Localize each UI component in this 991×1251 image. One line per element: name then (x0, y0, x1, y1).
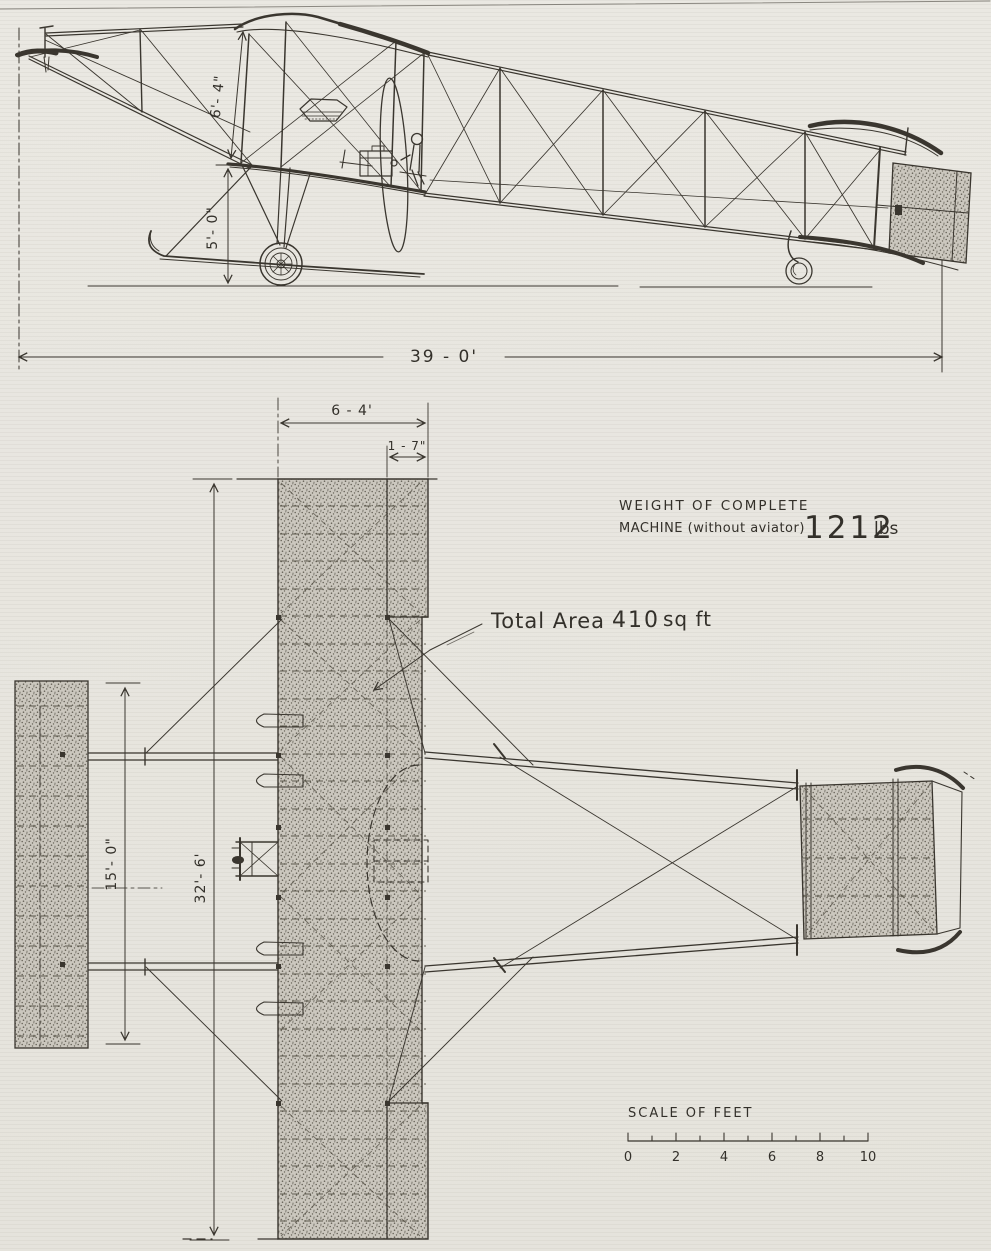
scale-tick-0: 0 (624, 1150, 632, 1165)
undercarriage-struts (165, 162, 311, 257)
total-area-label: Total Area (490, 609, 605, 633)
landing-skid (148, 230, 425, 278)
total-area-annotation: Total Area 410 sq ft (372, 607, 712, 691)
ground-line (87, 285, 873, 288)
rudder-hinge (895, 205, 902, 215)
scale-bar-ticks (627, 1132, 869, 1142)
upper-tailplane (807, 119, 944, 156)
dimension-height: 5'- 0" (205, 164, 243, 285)
scale-tick-2: 2 (672, 1150, 680, 1165)
rudder-side (888, 162, 972, 264)
wing-surface (277, 478, 429, 1240)
pilot-control-frame-plan (231, 837, 279, 881)
pilot-figure (339, 132, 427, 187)
tail-surfaces-side (798, 119, 972, 271)
plan-view: 15'- 0" 32'- 6' 6 - 4' 1 - 7" Total Area… (14, 397, 977, 1241)
total-area-unit: sq ft (663, 607, 712, 631)
dimension-chord: 6 - 4' (277, 397, 429, 478)
scale-tick-6: 6 (768, 1150, 776, 1165)
page-artifact-line (0, 0, 991, 10)
radiator (299, 98, 348, 122)
dimension-label-height: 5'- 0" (205, 206, 221, 250)
tail-boom-truss (423, 51, 907, 251)
front-elevator-surface (14, 680, 89, 1049)
dimension-wing-gap: 6'- 4" (208, 30, 247, 160)
dimension-elevator-span: 15'- 0" (104, 682, 141, 1045)
upper-wing-profile (233, 12, 430, 55)
front-wheel-plan (232, 856, 244, 864)
tailplane-plan (796, 764, 977, 956)
dimension-aileron-chord: 1 - 7" (386, 439, 427, 478)
main-wheel (259, 242, 303, 286)
front-elevator-plan (14, 680, 89, 1049)
dimension-label-overall-length: 39 - 0' (410, 347, 478, 367)
elevator-tip-upper (894, 764, 965, 790)
dimension-wing-span: 32'- 6' (189, 478, 233, 1241)
skid-floats-plan (255, 713, 304, 1016)
engine-block (359, 145, 393, 177)
elevator-tip-lower (896, 930, 962, 955)
weight-note-line1: WEIGHT OF COMPLETE (619, 498, 809, 514)
tail-booms-plan (424, 743, 799, 973)
scale-bar-label: SCALE OF FEET (628, 1106, 754, 1121)
weight-annotation: WEIGHT OF COMPLETE MACHINE (without avia… (619, 498, 899, 546)
dimension-overall-length: 39 - 0' (17, 347, 944, 367)
spar-junction-nodes (276, 615, 390, 1106)
dimension-label-wing-span: 32'- 6' (193, 853, 209, 904)
scale-bar: SCALE OF FEET 0 2 4 6 8 10 (624, 1106, 876, 1165)
scale-tick-8: 8 (816, 1150, 824, 1165)
dimension-label-elevator-span: 15'- 0" (104, 837, 120, 891)
tail-wheel (785, 230, 813, 285)
bracing-wires (240, 21, 425, 192)
total-area-value: 410 (612, 608, 660, 633)
propeller-arc-plan (366, 764, 420, 962)
scale-tick-10: 10 (860, 1150, 877, 1165)
main-wing-plan (182, 478, 438, 1240)
weight-unit: lbs (874, 519, 899, 539)
dimension-label-aileron-chord: 1 - 7" (388, 439, 427, 453)
wing-ribs (280, 505, 426, 1222)
lower-wing-profile (226, 162, 427, 194)
side-elevation-view: 6'- 4" 5'- 0" 39 - 0' (15, 12, 972, 373)
propeller-side (379, 77, 409, 253)
engine-outline-plan (373, 839, 429, 883)
dimension-label-chord: 6 - 4' (331, 403, 373, 419)
scale-tick-4: 4 (720, 1150, 728, 1165)
front-outrigger-booms (28, 23, 253, 169)
weight-note-line2: MACHINE (without aviator) (619, 521, 805, 536)
aileron-hinge-lines (386, 478, 429, 1240)
weight-value: 1212 (804, 510, 895, 546)
interplane-struts (240, 21, 425, 192)
front-outrigger-booms-plan (20, 747, 279, 976)
dimension-label-wing-gap: 6'- 4" (208, 74, 228, 119)
